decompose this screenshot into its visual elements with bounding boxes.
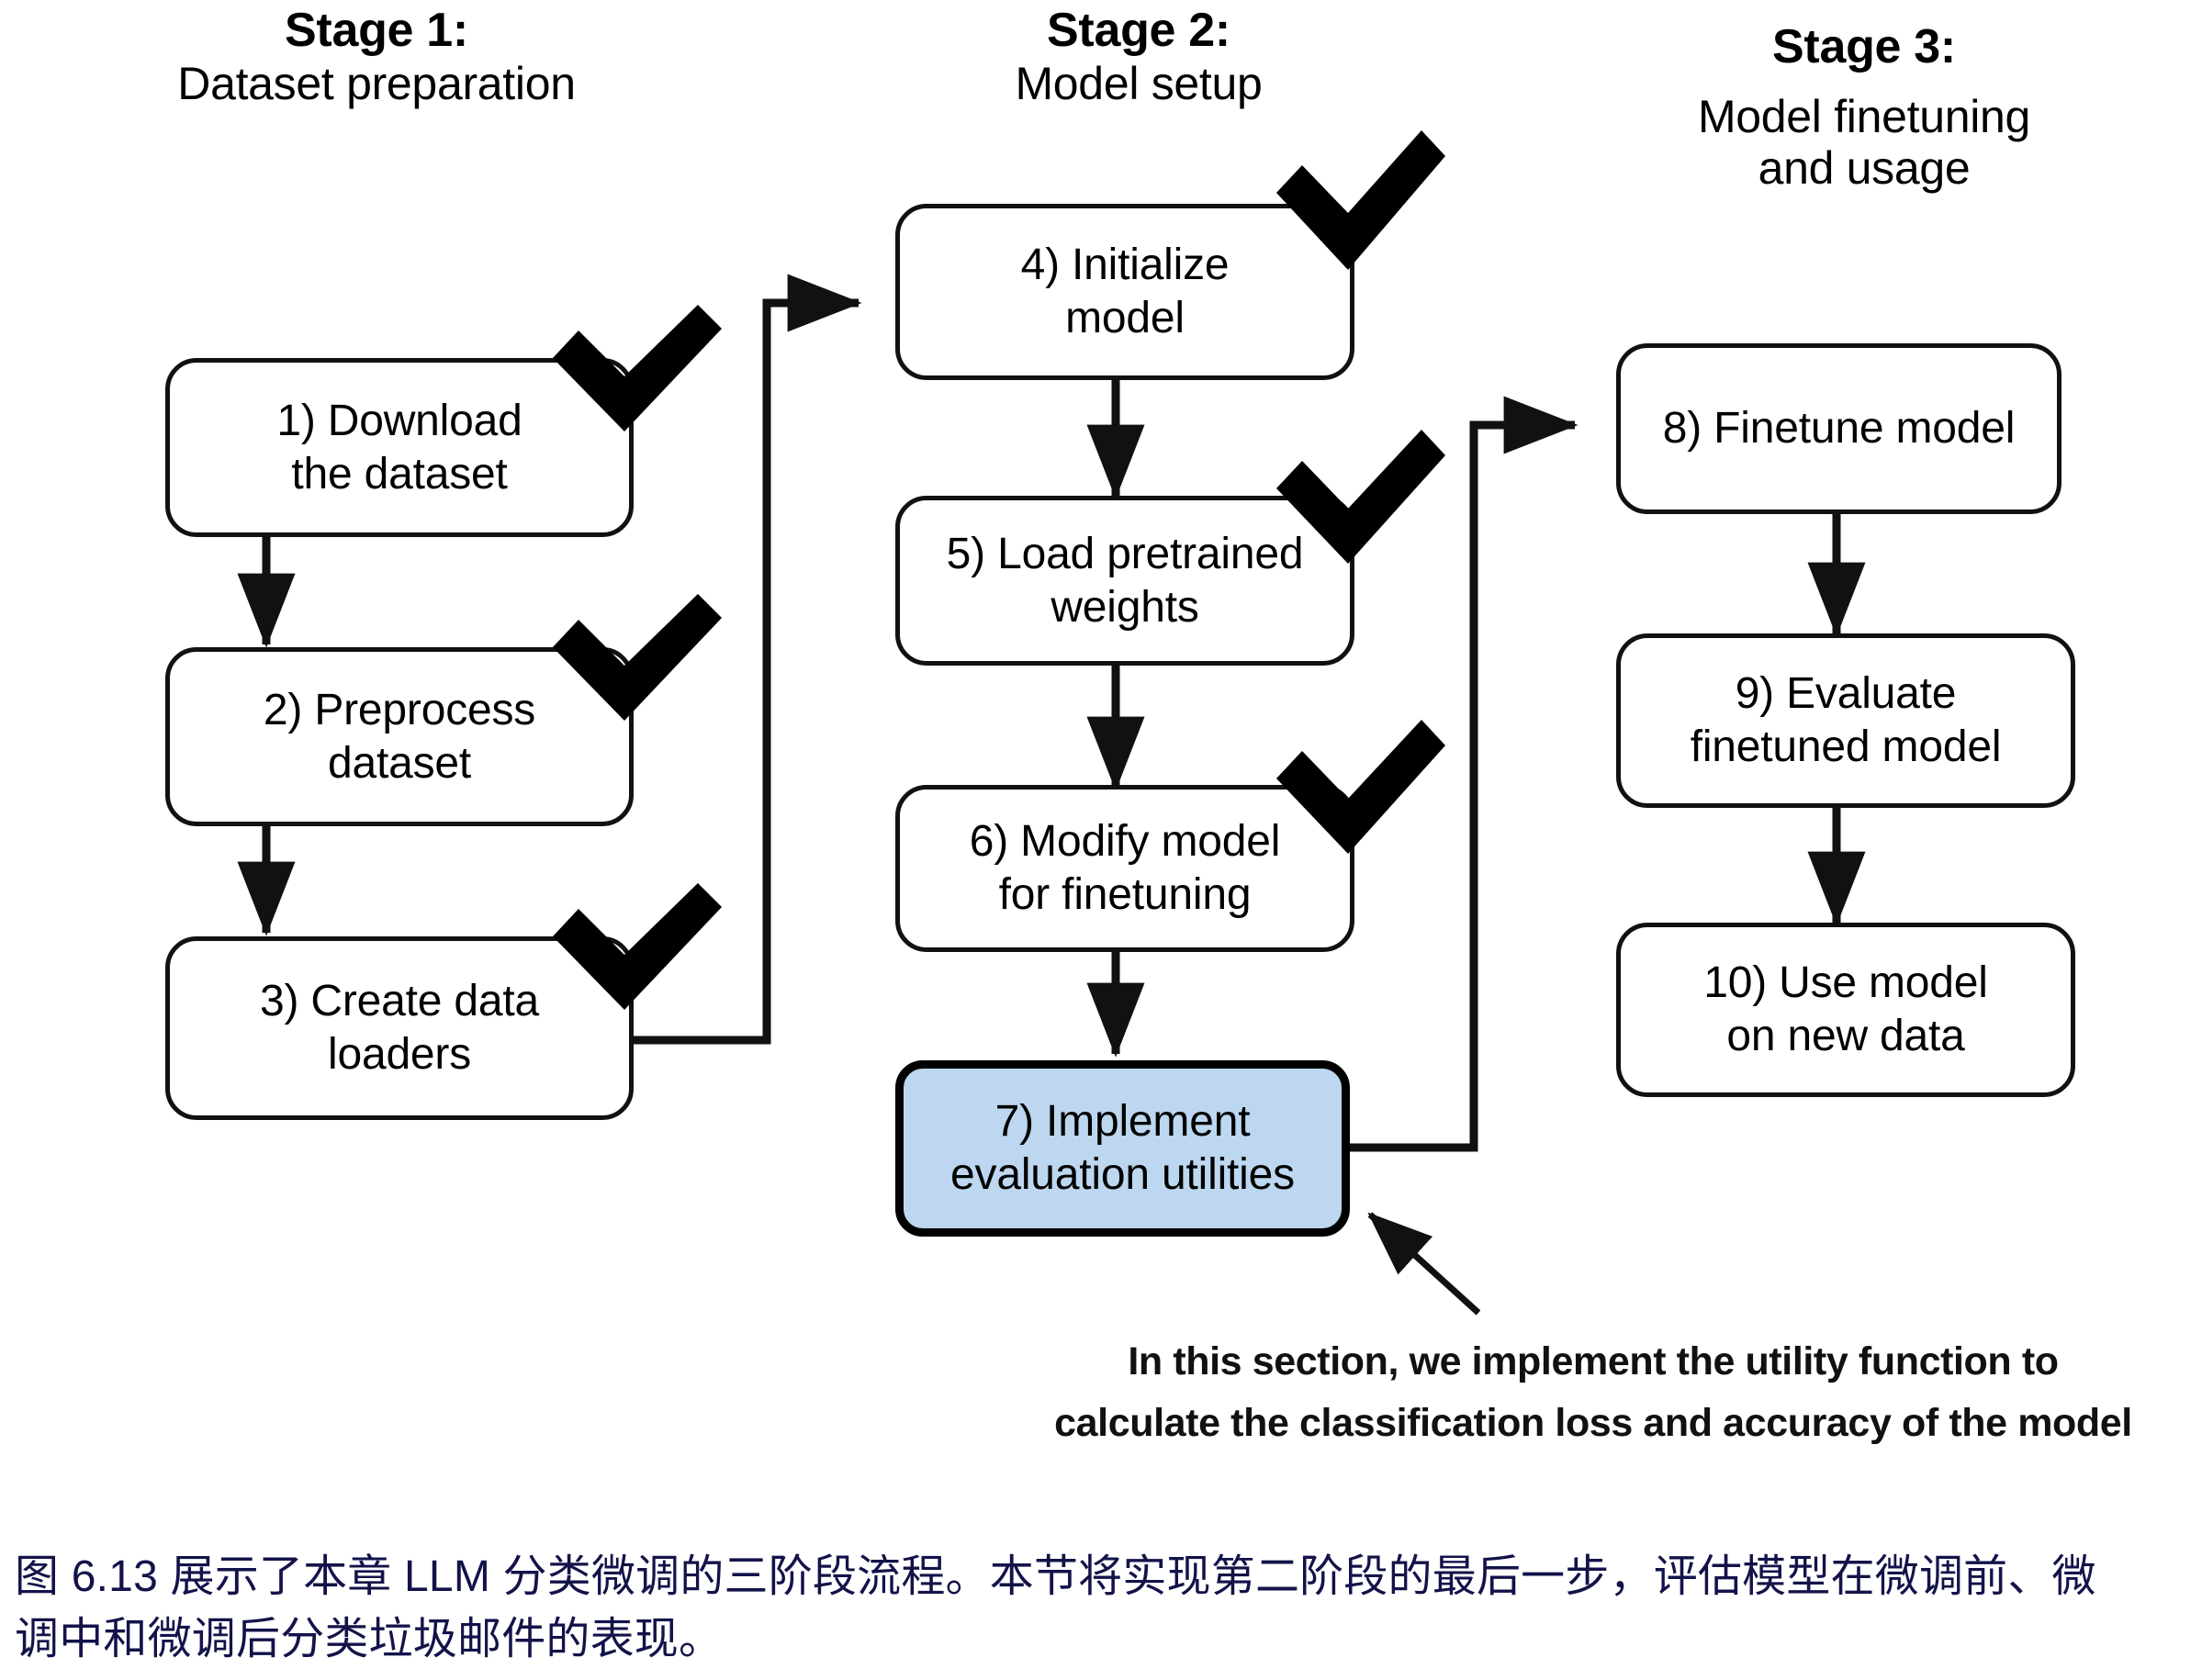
figure-caption: 图 6.13 展示了本章 LLM 分类微调的三阶段流程。本节将实现第二阶段的最后… <box>15 1546 2191 1671</box>
node-label: 10) Use model on new data <box>1703 958 1988 1060</box>
stage-2-heading: Stage 2: Model setup <box>799 4 1478 109</box>
annotation-line-2: calculate the classification loss and ac… <box>1054 1400 2132 1445</box>
stage-1-subtitle: Dataset preparation <box>177 57 576 109</box>
node-label: 4) Initialize model <box>1020 241 1230 342</box>
annotation-line-1: In this section, we implement the utilit… <box>1128 1339 2059 1383</box>
node-label: 2) Preprocess dataset <box>263 685 536 788</box>
node-load-pretrained-weights[interactable]: 5) Load pretrained weights <box>895 496 1354 666</box>
node-label: 8) Finetune model <box>1662 404 2016 454</box>
annotation-pointer-arrow <box>1367 1212 1481 1316</box>
node-label: 7) Implement evaluation utilities <box>950 1097 1295 1199</box>
node-label: 6) Modify model for finetuning <box>969 817 1281 919</box>
node-label: 3) Create data loaders <box>259 977 540 1079</box>
arrow-7-to-8 <box>1350 396 1578 1152</box>
caption-line-2: 调中和微调后分类垃圾邮件的表现。 <box>15 1615 724 1664</box>
stage-3-subtitle: Model finetuning and usage <box>1697 90 2031 195</box>
arrow-3-to-4 <box>634 274 862 1045</box>
node-modify-model-for-finetuning[interactable]: 6) Modify model for finetuning <box>895 785 1354 952</box>
caption-line-1: 图 6.13 展示了本章 LLM 分类微调的三阶段流程。本节将实现第二阶段的最后… <box>15 1552 2096 1601</box>
stage-3-heading: Stage 3: Model finetuning and usage <box>1524 4 2202 211</box>
node-label: 1) Download the dataset <box>276 396 522 498</box>
node-use-model-on-new-data[interactable]: 10) Use model on new data <box>1616 923 2075 1097</box>
node-finetune-model[interactable]: 8) Finetune model <box>1616 343 2062 514</box>
node-preprocess-dataset[interactable]: 2) Preprocess dataset <box>165 647 634 826</box>
node-create-data-loaders[interactable]: 3) Create data loaders <box>165 936 634 1120</box>
stage-1-title: Stage 1: <box>285 4 468 57</box>
stage-2-subtitle: Model setup <box>1015 57 1263 109</box>
node-download-dataset[interactable]: 1) Download the dataset <box>165 358 634 537</box>
node-label: 9) Evaluate finetuned model <box>1690 669 2002 771</box>
stage-3-title: Stage 3: <box>1772 20 1956 74</box>
node-evaluate-finetuned-model[interactable]: 9) Evaluate finetuned model <box>1616 633 2075 808</box>
stage-2-title: Stage 2: <box>1047 4 1230 57</box>
annotation-text: In this section, we implement the utilit… <box>992 1331 2195 1453</box>
node-label: 5) Load pretrained weights <box>946 529 1304 632</box>
node-initialize-model[interactable]: 4) Initialize model <box>895 204 1354 380</box>
node-implement-evaluation-utilities[interactable]: 7) Implement evaluation utilities <box>895 1060 1350 1237</box>
stage-1-heading: Stage 1: Dataset preparation <box>37 4 716 109</box>
